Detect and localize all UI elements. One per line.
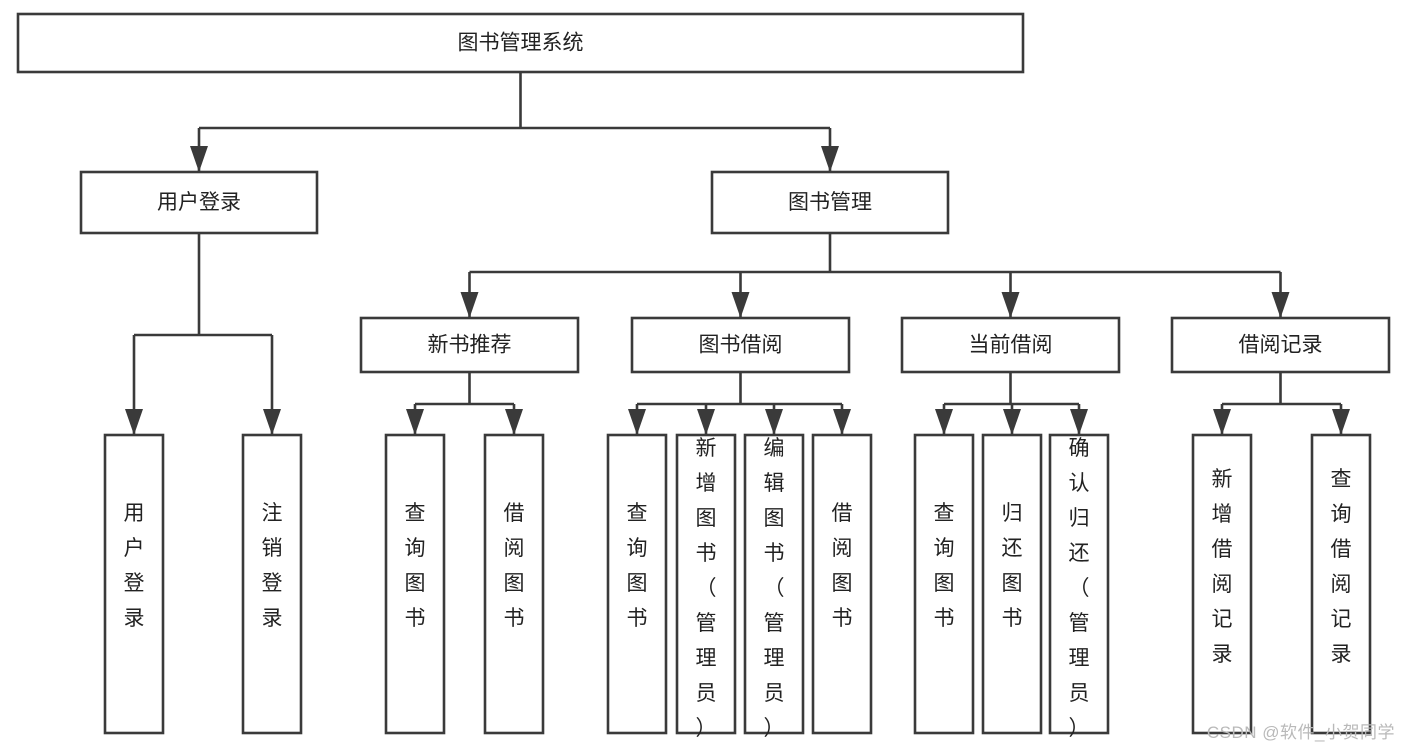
arrow-head-icon bbox=[1213, 409, 1231, 435]
node-leaf-5[interactable]: 新增图书（管理员） bbox=[675, 433, 737, 740]
node-box[interactable] bbox=[743, 433, 805, 735]
node-label: 编辑图书（管理员） bbox=[764, 437, 785, 740]
nodes-layer: 图书管理系统用户登录图书管理新书推荐图书借阅当前借阅借阅记录用户登录注销登录查询… bbox=[16, 12, 1391, 740]
node-box[interactable] bbox=[606, 433, 668, 735]
arrow-head-icon bbox=[821, 146, 839, 172]
node-label: 查询借阅记录 bbox=[1331, 468, 1352, 666]
node-label: 新增借阅记录 bbox=[1212, 468, 1233, 666]
node-box[interactable] bbox=[1048, 433, 1110, 735]
node-label: 新书推荐 bbox=[428, 334, 512, 357]
node-box[interactable] bbox=[103, 433, 165, 735]
node-leaf-7[interactable]: 借阅图书 bbox=[811, 433, 873, 735]
arrow-head-icon bbox=[1001, 292, 1020, 318]
node-level3-3[interactable]: 借阅记录 bbox=[1170, 316, 1391, 374]
arrow-head-icon bbox=[1070, 409, 1088, 435]
arrow-head-icon bbox=[505, 409, 523, 435]
node-label: 查询图书 bbox=[405, 502, 426, 630]
node-label: 查询图书 bbox=[934, 502, 955, 630]
arrow-head-icon bbox=[1003, 409, 1021, 435]
node-leaf-4[interactable]: 查询图书 bbox=[606, 433, 668, 735]
node-label: 图书管理系统 bbox=[458, 32, 584, 55]
node-box[interactable] bbox=[1170, 316, 1391, 374]
node-box[interactable] bbox=[1191, 433, 1253, 735]
node-leaf-8[interactable]: 查询图书 bbox=[913, 433, 975, 735]
edges-layer bbox=[125, 72, 1350, 435]
node-leaf-3[interactable]: 借阅图书 bbox=[483, 433, 545, 735]
arrow-head-icon bbox=[731, 292, 750, 318]
node-label: 当前借阅 bbox=[969, 334, 1053, 357]
node-label: 确认归还（管理员） bbox=[1069, 437, 1090, 740]
node-leaf-9[interactable]: 归还图书 bbox=[981, 433, 1043, 735]
node-box[interactable] bbox=[359, 316, 580, 374]
node-label: 图书管理 bbox=[788, 191, 872, 214]
arrow-head-icon bbox=[935, 409, 953, 435]
node-root-0[interactable]: 图书管理系统 bbox=[16, 12, 1025, 74]
arrow-head-icon bbox=[1332, 409, 1350, 435]
node-box[interactable] bbox=[241, 433, 303, 735]
node-box[interactable] bbox=[630, 316, 851, 374]
node-box[interactable] bbox=[384, 433, 446, 735]
node-label: 借阅记录 bbox=[1239, 334, 1323, 357]
node-box[interactable] bbox=[675, 433, 737, 735]
arrow-head-icon bbox=[1271, 292, 1290, 318]
node-box[interactable] bbox=[79, 170, 319, 235]
node-label: 用户登录 bbox=[157, 191, 241, 214]
arrow-head-icon bbox=[697, 409, 715, 435]
node-leaf-6[interactable]: 编辑图书（管理员） bbox=[743, 433, 805, 740]
node-label: 用户登录 bbox=[124, 502, 145, 630]
node-level3-1[interactable]: 图书借阅 bbox=[630, 316, 851, 374]
node-leaf-2[interactable]: 查询图书 bbox=[384, 433, 446, 735]
node-leaf-10[interactable]: 确认归还（管理员） bbox=[1048, 433, 1110, 740]
node-level2-1[interactable]: 图书管理 bbox=[710, 170, 950, 235]
node-label: 借阅图书 bbox=[504, 502, 525, 630]
node-leaf-11[interactable]: 新增借阅记录 bbox=[1191, 433, 1253, 735]
node-label: 归还图书 bbox=[1002, 502, 1023, 630]
node-leaf-0[interactable]: 用户登录 bbox=[103, 433, 165, 735]
node-level2-0[interactable]: 用户登录 bbox=[79, 170, 319, 235]
node-leaf-12[interactable]: 查询借阅记录 bbox=[1310, 433, 1372, 735]
arrow-head-icon bbox=[125, 409, 143, 435]
arrow-head-icon bbox=[406, 409, 424, 435]
arrow-head-icon bbox=[190, 146, 208, 172]
node-box[interactable] bbox=[710, 170, 950, 235]
node-level3-0[interactable]: 新书推荐 bbox=[359, 316, 580, 374]
node-box[interactable] bbox=[16, 12, 1025, 74]
node-leaf-1[interactable]: 注销登录 bbox=[241, 433, 303, 735]
arrow-head-icon bbox=[263, 409, 281, 435]
node-label: 新增图书（管理员） bbox=[696, 437, 717, 740]
node-label: 注销登录 bbox=[262, 502, 283, 630]
node-box[interactable] bbox=[913, 433, 975, 735]
node-level3-2[interactable]: 当前借阅 bbox=[900, 316, 1121, 374]
node-box[interactable] bbox=[483, 433, 545, 735]
node-label: 借阅图书 bbox=[832, 502, 853, 630]
node-box[interactable] bbox=[1310, 433, 1372, 735]
arrow-head-icon bbox=[628, 409, 646, 435]
node-box[interactable] bbox=[811, 433, 873, 735]
watermark-text: CSDN @软件_小贺同学 bbox=[1206, 723, 1395, 742]
arrow-head-icon bbox=[765, 409, 783, 435]
node-box[interactable] bbox=[900, 316, 1121, 374]
node-box[interactable] bbox=[981, 433, 1043, 735]
arrow-head-icon bbox=[833, 409, 851, 435]
node-label: 查询图书 bbox=[627, 502, 648, 630]
arrow-head-icon bbox=[460, 292, 479, 318]
node-label: 图书借阅 bbox=[699, 334, 783, 357]
